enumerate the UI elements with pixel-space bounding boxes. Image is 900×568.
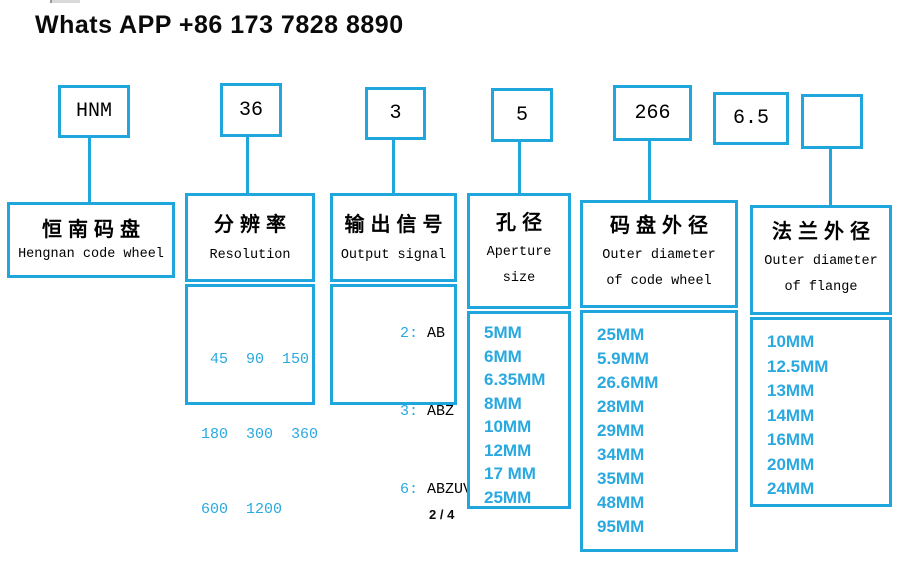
connector-line (392, 139, 395, 194)
connector-line (829, 148, 832, 206)
wheel-diameter-option: 5.9MM (597, 349, 649, 368)
flange-diameter-label-en: Outer diameter of flange (764, 254, 878, 295)
flange-diameter-option: 12.5MM (767, 356, 829, 376)
page-title: Whats APP +86 173 7828 8890 (35, 11, 404, 39)
wheel-diameter-label-en: Outer diameter of code wheel (602, 248, 716, 289)
signal-option: 2: AB (346, 295, 454, 373)
resolution-label-en: Resolution (209, 247, 291, 263)
wheel-diameter-option: 95MM (597, 517, 645, 536)
aperture-options-box: 5MM 6MM 6.35MM 8MM 10MM 12MM 17 MM 25MM (467, 311, 571, 509)
wheel-diameter-option: 34MM (597, 445, 645, 464)
aperture-label-en: Aperture size (486, 245, 552, 286)
flange-diameter-options-box: 10MM 12.5MM 13MM 14MM 16MM 20MM 24MM (750, 317, 892, 507)
code-segment-prefix: HNM (58, 85, 130, 138)
wheel-diameter-option: 35MM (597, 469, 645, 488)
brand-label-en: Hengnan code wheel (18, 247, 164, 262)
output-signal-label-zh: 输出信号 (344, 211, 449, 236)
code-segment-output-signal: 3 (365, 87, 426, 140)
signal-option-value: AB (427, 325, 446, 342)
aperture-option: 25MM (484, 487, 532, 507)
flange-diameter-option: 16MM (767, 430, 815, 449)
header-box-flange-diameter: 法兰外径 Outer diameter of flange (750, 205, 892, 315)
resolution-options-line: 180 300 360 (201, 426, 319, 443)
signal-option-code: 2: (400, 325, 419, 342)
header-box-wheel-diameter: 码盘外径 Outer diameter of code wheel (580, 200, 738, 308)
code-segment-resolution: 36 (220, 83, 282, 137)
code-segment-empty (801, 94, 863, 149)
signal-option-code: 3: (400, 403, 419, 420)
resolution-options-line: 45 90 150 (201, 351, 310, 368)
aperture-label-zh: 孔径 (496, 210, 548, 234)
brand-label-zh: 恒南码盘 (42, 217, 146, 241)
signal-option-value: ABZ (427, 403, 455, 420)
wheel-diameter-option: 26.6MM (597, 373, 659, 392)
code-segment-aperture: 5 (491, 88, 553, 142)
resolution-label-zh: 分辨率 (214, 211, 292, 236)
header-box-output-signal: 输出信号 Output signal (330, 193, 457, 282)
resolution-options-box: 45 90 150 180 300 360 600 1200 2500 (185, 284, 318, 518)
aperture-option: 8MM (484, 393, 522, 413)
wheel-diameter-label-zh: 码盘外径 (610, 213, 714, 237)
page-number: 2 / 4 (429, 507, 455, 522)
top-edge-artifact (50, 0, 80, 3)
flange-diameter-label-zh: 法兰外径 (772, 219, 876, 243)
connector-line (648, 140, 651, 201)
connector-line (246, 136, 249, 194)
header-box-resolution: 分辨率 Resolution (185, 193, 315, 282)
connector-line (88, 137, 91, 203)
aperture-option: 12MM (484, 440, 532, 460)
flange-diameter-option: 13MM (767, 381, 815, 400)
wheel-diameter-option: 48MM (597, 493, 645, 512)
aperture-option: 10MM (484, 417, 532, 436)
flange-diameter-option: 10MM (767, 332, 815, 351)
aperture-option: 6MM (484, 346, 522, 366)
flange-diameter-option: 20MM (767, 454, 815, 474)
resolution-options-line: 600 1200 (201, 501, 283, 518)
wheel-diameter-option: 29MM (597, 421, 645, 440)
wheel-diameter-options-box: 25MM 5.9MM 26.6MM 28MM 29MM 34MM 35MM 48… (580, 310, 738, 552)
signal-option-code: 6: (400, 481, 419, 498)
output-signal-options-box: 2:AB 3:ABZ 6:ABZUVW (330, 284, 481, 498)
aperture-option: 17 MM (484, 464, 536, 483)
aperture-option: 5MM (484, 323, 522, 342)
flange-diameter-option: 14MM (767, 405, 815, 425)
header-box-brand: 恒南码盘 Hengnan code wheel (7, 202, 175, 278)
signal-option: 3: ABZ (346, 373, 454, 451)
header-box-aperture: 孔径 Aperture size (467, 193, 571, 309)
connector-line (518, 141, 521, 194)
flange-diameter-option: 24MM (767, 479, 815, 498)
wheel-diameter-option: 28MM (597, 397, 645, 416)
wheel-diameter-option: 25MM (597, 325, 645, 344)
output-signal-label-en: Output signal (340, 247, 447, 263)
code-segment-6-5: 6.5 (713, 92, 789, 145)
aperture-option: 6.35MM (484, 370, 546, 389)
code-segment-wheel-diameter: 266 (613, 85, 692, 141)
